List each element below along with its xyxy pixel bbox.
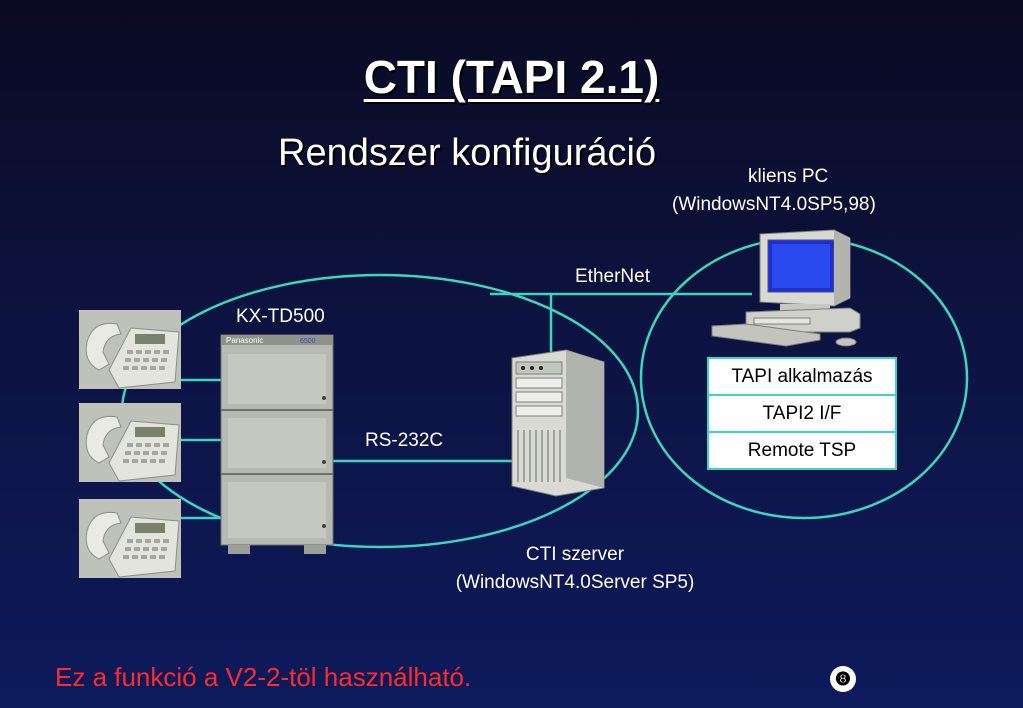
stack-item-tapi-application: TAPI alkalmazás [709, 359, 895, 396]
server-tower [511, 349, 605, 497]
phone-2 [79, 403, 181, 482]
page-number: ❽ [830, 666, 856, 692]
client-pc [711, 229, 861, 347]
client-label-line2: (WindowsNT4.0SP5,98) [672, 194, 876, 215]
software-stack: TAPI alkalmazás TAPI2 I/F Remote TSP [707, 357, 897, 470]
pbx-cabinet: Panasonic 6500 [220, 334, 334, 554]
pbx-label: KX-TD500 [236, 306, 325, 327]
ethernet-label: EtherNet [575, 266, 650, 287]
phone-1 [79, 310, 181, 389]
phone-3 [79, 499, 181, 578]
phone-icon [79, 499, 181, 578]
stack-item-tapi2-interface: TAPI2 I/F [709, 396, 895, 433]
phone-icon [79, 310, 181, 389]
rs232c-label: RS-232C [365, 430, 444, 451]
footer-note: Ez a funkció a V2-2-töl használható. [55, 662, 472, 692]
stack-item-remote-tsp: Remote TSP [747, 440, 857, 461]
client-label-line1: kliens PC [748, 166, 829, 187]
pbx-brand: Panasonic [226, 336, 263, 345]
pbx-model: 6500 [300, 338, 316, 345]
phone-icon [79, 403, 181, 482]
server-label-line1: CTI szerver [525, 544, 625, 565]
server-label-line2: (WindowsNT4.0Server SP5) [455, 572, 695, 593]
slide-subtitle: Rendszer konfiguráció [278, 132, 657, 174]
slide-title: CTI (TAPI 2.1) [363, 51, 660, 103]
